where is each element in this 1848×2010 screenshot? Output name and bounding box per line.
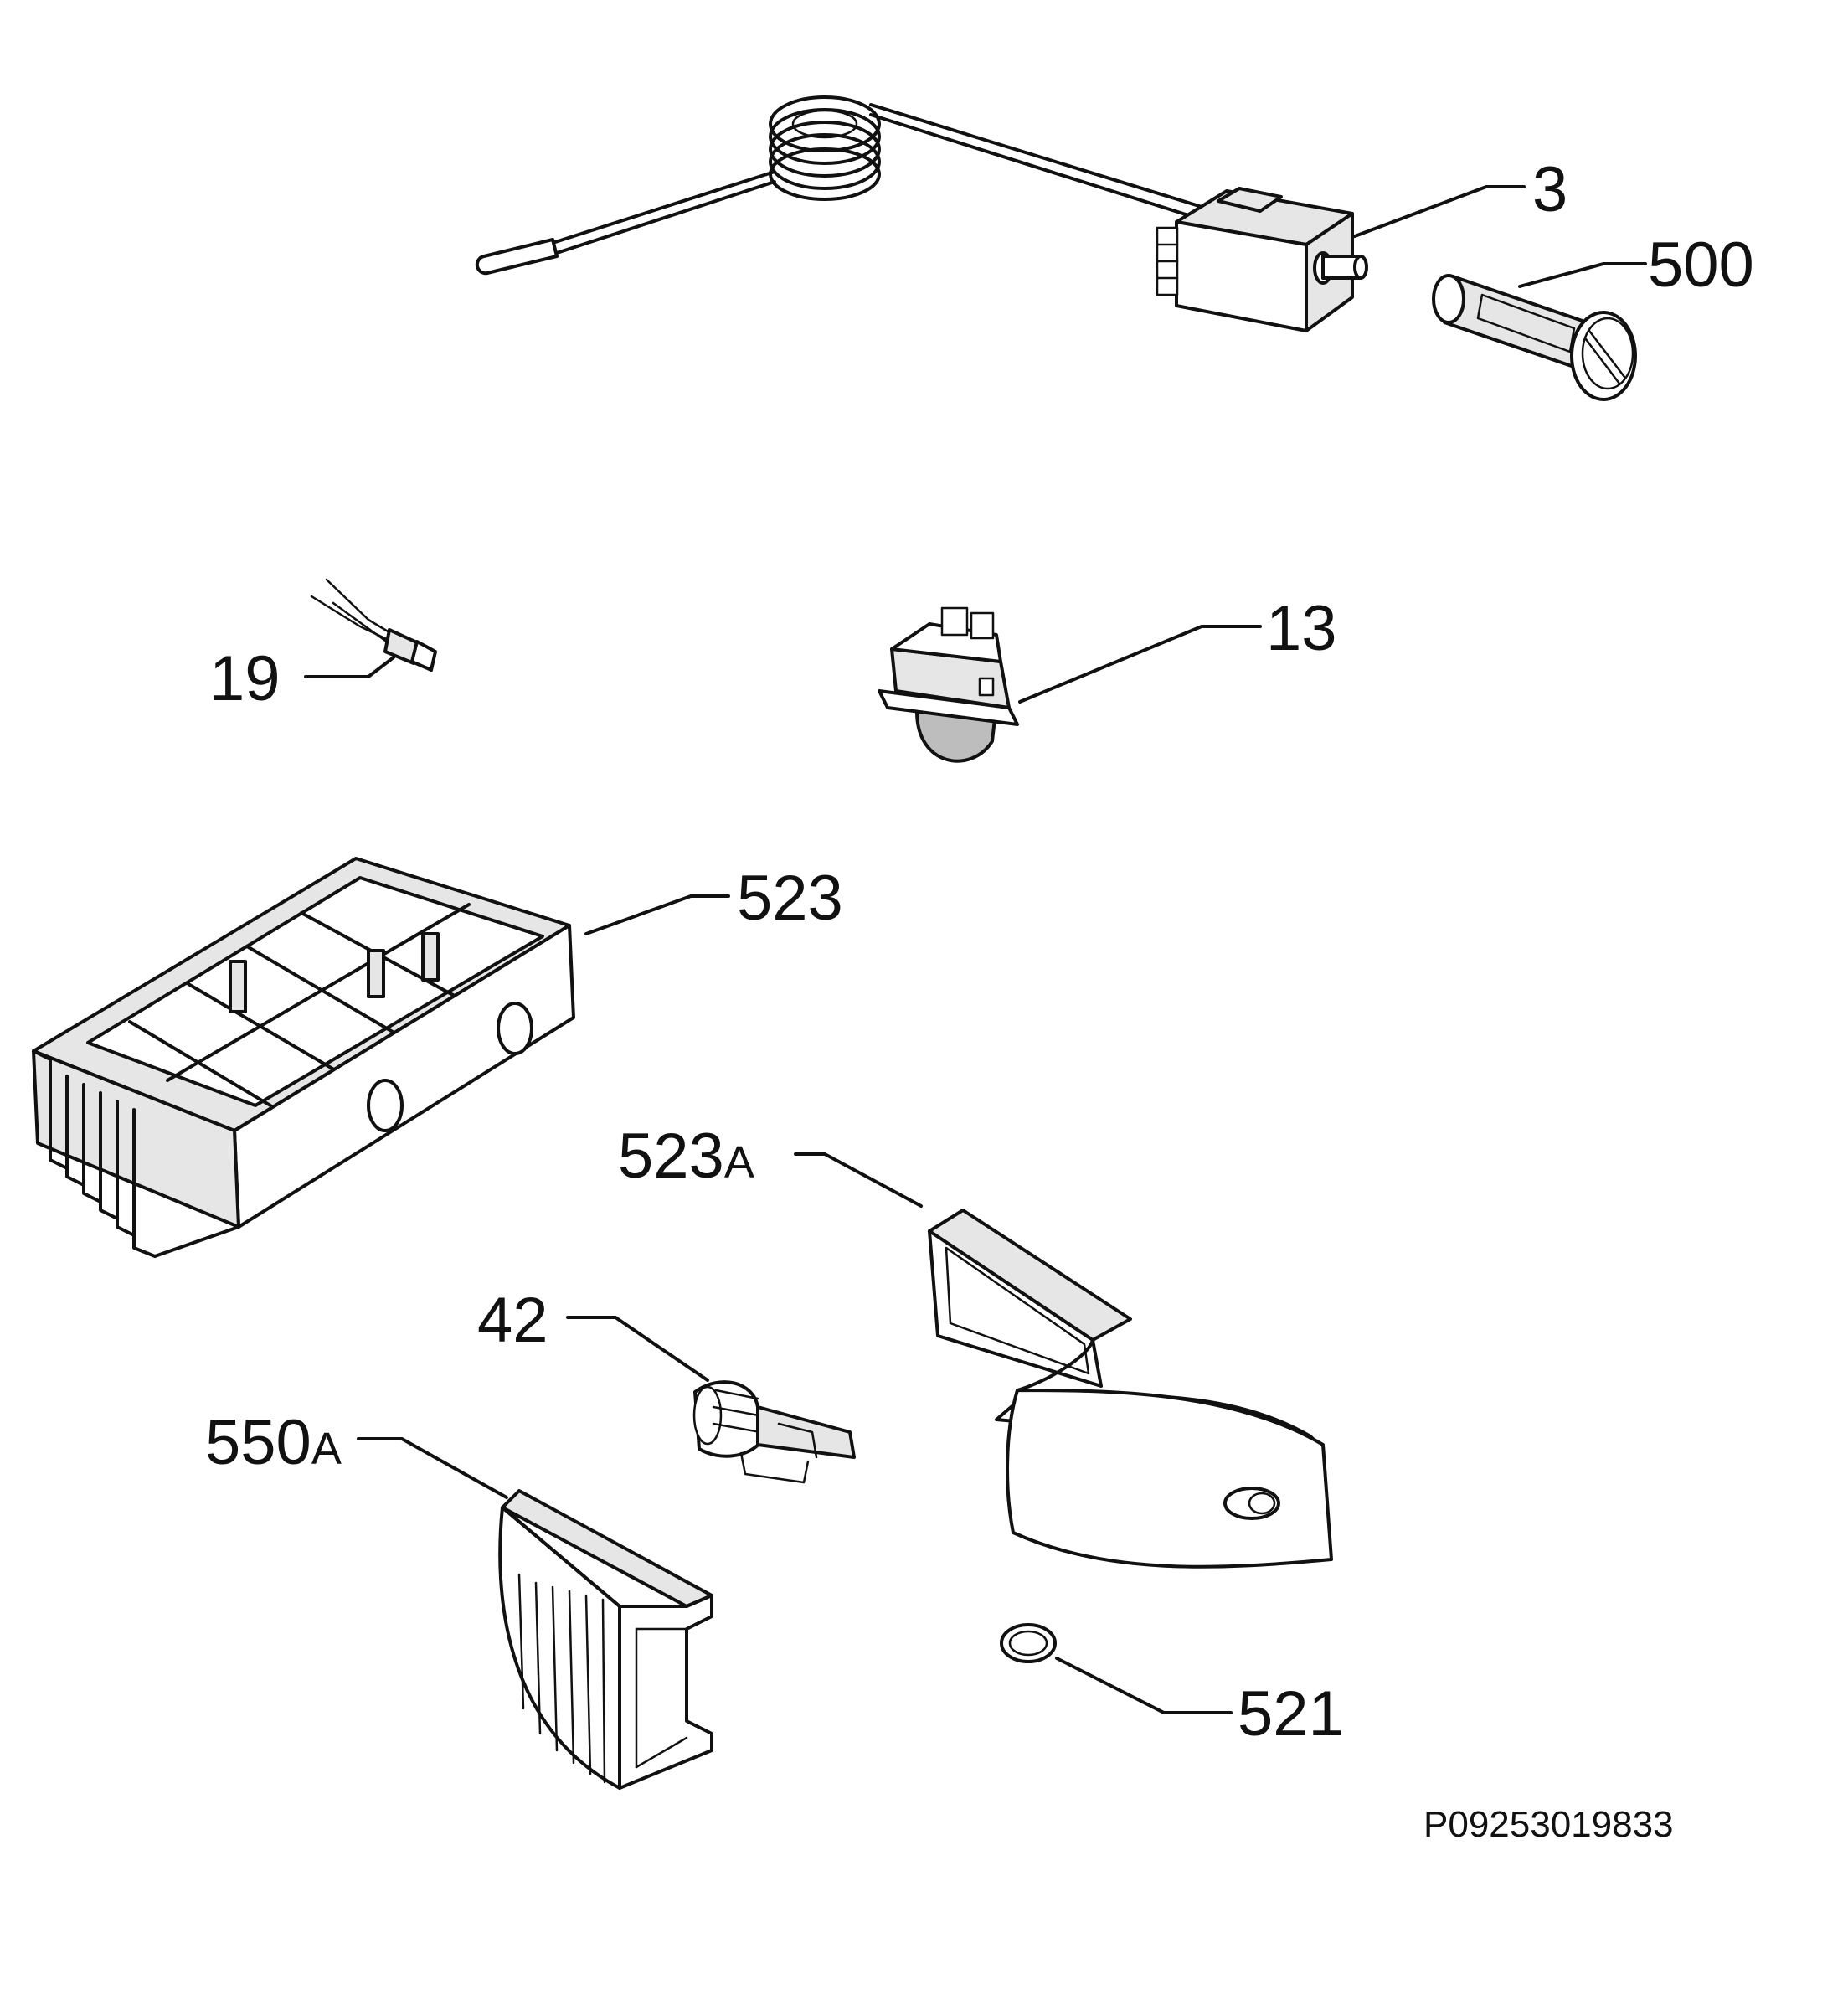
control-housing-part <box>32 857 575 1258</box>
leader-19 <box>304 656 395 678</box>
light-switch-part <box>878 606 1019 763</box>
leader-lines <box>304 185 1647 1714</box>
lamp-cover-part <box>498 1489 713 1790</box>
thermostat-knob-part <box>1432 274 1637 401</box>
leader-13 <box>1018 625 1262 704</box>
callout-523: 523 <box>737 863 843 934</box>
callout-13: 13 <box>1266 593 1337 664</box>
leader-500 <box>1518 262 1647 288</box>
o-ring-part <box>1000 1623 1057 1663</box>
callout-3: 3 <box>1532 154 1567 225</box>
leader-523 <box>584 894 730 935</box>
callout-523A: 523A <box>618 1121 754 1192</box>
thermostat-part <box>475 95 1368 332</box>
leader-523A <box>794 1152 923 1208</box>
callout-521: 521 <box>1238 1678 1344 1750</box>
leader-3 <box>1353 185 1526 238</box>
callout-42: 42 <box>477 1285 548 1356</box>
leader-550A <box>357 1437 508 1499</box>
callout-500: 500 <box>1648 229 1754 301</box>
callout-19: 19 <box>209 643 281 714</box>
housing-cover-part <box>928 1209 1333 1569</box>
document-number: P09253019833 <box>1423 1804 1674 1845</box>
lamp-part <box>692 1380 856 1484</box>
callout-550A: 550A <box>205 1407 342 1478</box>
leader-42 <box>566 1316 709 1382</box>
lamp-holder-part <box>310 578 437 672</box>
callout-labels: 3 500 19 13 523 523A 42 550A 521 <box>205 154 1754 1750</box>
leader-521 <box>1055 1657 1233 1714</box>
